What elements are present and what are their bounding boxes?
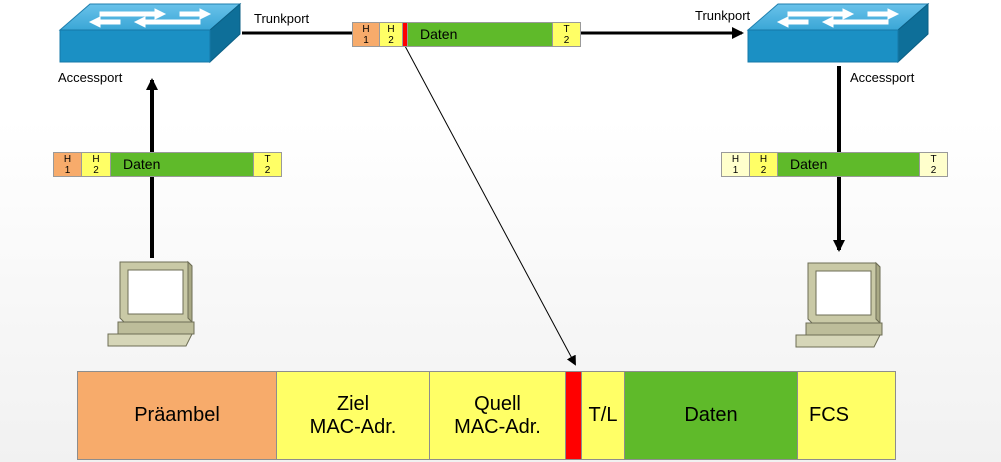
computer-icon xyxy=(795,261,883,348)
header2-line2: 2 xyxy=(93,164,99,176)
trailer-line2: 2 xyxy=(264,164,271,176)
header1-line2: 1 xyxy=(64,164,71,176)
access-frame-left: H 1 H 2 Daten T 2 xyxy=(53,152,282,177)
header2-cell: H 2 xyxy=(750,152,778,177)
trunkport-label-right: Trunkport xyxy=(695,8,751,23)
preamble-label: Präambel xyxy=(134,404,220,426)
header2-line1: H xyxy=(387,23,395,35)
switch-icon xyxy=(746,2,930,64)
header1-line2: 1 xyxy=(363,34,369,46)
source-mac-line2: MAC-Adr. xyxy=(454,415,541,438)
accessport-label-left: Accessport xyxy=(58,70,123,85)
trailer-line1: T xyxy=(264,153,271,165)
preamble-field: Präambel xyxy=(77,371,277,460)
data-label: Daten xyxy=(420,26,458,42)
data-field: Daten xyxy=(625,371,798,460)
ethernet-frame: Präambel Ziel MAC-Adr. Quell MAC-Adr. T/… xyxy=(77,371,896,460)
data-label: Daten xyxy=(123,156,161,172)
accessport-label-right: Accessport xyxy=(850,70,915,85)
computer-icon xyxy=(107,260,195,347)
vlan-tag-field xyxy=(566,371,582,460)
trunkport-label-left: Trunkport xyxy=(254,11,310,26)
switch-icon xyxy=(58,2,242,64)
header2-line1: H xyxy=(92,153,100,165)
data-label: Daten xyxy=(790,156,828,172)
trailer-line2: 2 xyxy=(930,164,937,176)
type-length-field: T/L xyxy=(582,371,625,460)
trailer-cell: T 2 xyxy=(553,22,581,47)
header1-line2: 1 xyxy=(732,164,739,176)
header2-cell: H 2 xyxy=(380,22,403,47)
header2-cell: H 2 xyxy=(82,152,111,177)
trailer-line1: T xyxy=(930,153,937,165)
destination-mac-line1: Ziel xyxy=(336,392,370,415)
data-cell: Daten xyxy=(778,152,920,177)
destination-mac-field: Ziel MAC-Adr. xyxy=(277,371,430,460)
trailer-cell: T 2 xyxy=(920,152,948,177)
fcs-label: FCS xyxy=(809,404,849,426)
vlan-tag-cell xyxy=(403,22,408,47)
data-cell: Daten xyxy=(408,22,553,47)
data-cell: Daten xyxy=(111,152,254,177)
header1-line1: H xyxy=(362,23,370,35)
data-label: Daten xyxy=(684,404,738,426)
header2-line2: 2 xyxy=(760,164,767,176)
header1-cell: H 1 xyxy=(721,152,750,177)
fcs-field: FCS xyxy=(798,371,896,460)
source-mac-line1: Quell xyxy=(474,392,521,415)
header1-cell: H 1 xyxy=(53,152,82,177)
access-frame-right: H 1 H 2 Daten T 2 xyxy=(721,152,948,177)
trailer-line1: T xyxy=(563,23,570,35)
trunk-frame: H 1 H 2 Daten T 2 xyxy=(352,22,581,47)
trailer-cell: T 2 xyxy=(254,152,282,177)
type-length-label: T/L xyxy=(588,404,618,426)
header1-line1: H xyxy=(731,153,740,165)
destination-mac-line2: MAC-Adr. xyxy=(309,415,397,438)
source-mac-field: Quell MAC-Adr. xyxy=(430,371,566,460)
header2-line2: 2 xyxy=(388,34,394,46)
header1-line1: H xyxy=(63,153,72,165)
zoom-arrow xyxy=(404,45,576,366)
trailer-line2: 2 xyxy=(563,34,570,46)
header2-line1: H xyxy=(759,153,768,165)
header1-cell: H 1 xyxy=(352,22,380,47)
